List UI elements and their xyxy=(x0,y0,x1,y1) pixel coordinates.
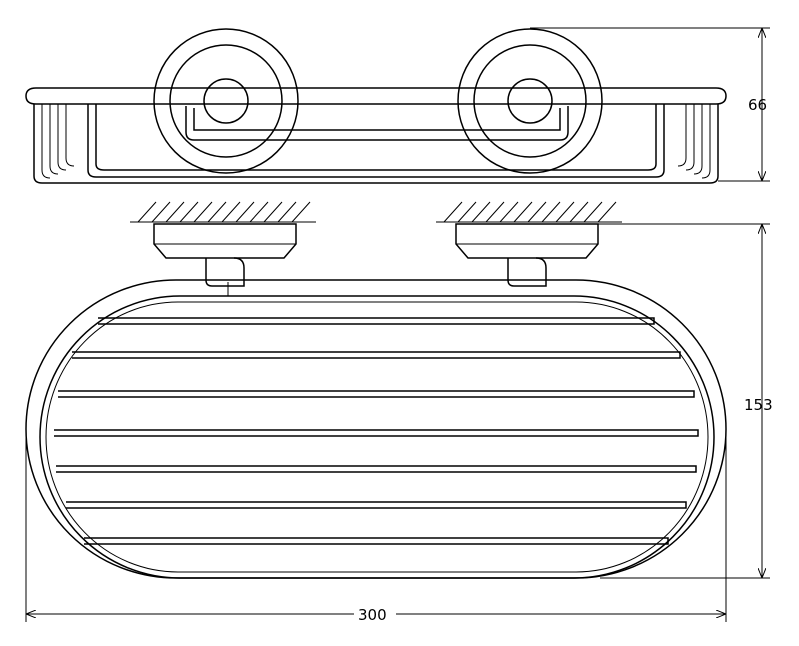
wall-mount-right xyxy=(455,223,599,287)
width-label: 300 xyxy=(358,606,387,624)
plan-view xyxy=(25,201,727,579)
height-label: 66 xyxy=(748,96,767,114)
wall-hatch-left xyxy=(130,201,316,223)
basket-slats xyxy=(54,317,699,545)
basket-body xyxy=(33,104,719,184)
basket-rim xyxy=(25,87,727,105)
width-dimension: 300 xyxy=(25,430,727,624)
rosette-left xyxy=(153,28,299,174)
wall-hatch-right xyxy=(436,201,622,223)
side-view xyxy=(25,28,727,184)
wall-mount-left xyxy=(153,223,297,296)
height-dimension: 66 xyxy=(530,27,770,182)
basket-inner-outline xyxy=(39,295,715,579)
rosette-right xyxy=(457,28,603,174)
depth-dimension: 153 xyxy=(598,223,773,579)
depth-label: 153 xyxy=(744,396,773,414)
